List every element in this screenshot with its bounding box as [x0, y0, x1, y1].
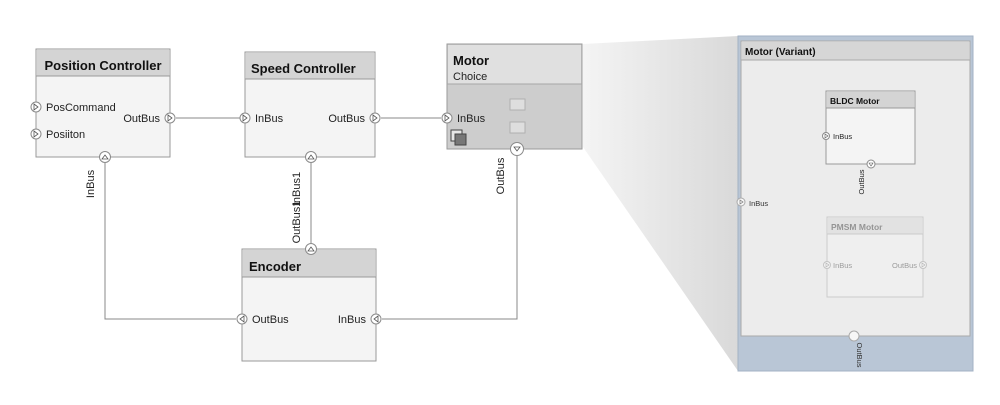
port-inbus[interactable] — [370, 313, 382, 325]
port-label: InBus — [749, 199, 768, 208]
port-label: InBus — [457, 113, 486, 125]
port-label: InBus — [833, 132, 852, 141]
port-label: OutBus1 — [291, 201, 303, 244]
port-outbus1-top[interactable] — [305, 243, 317, 255]
block-title: Position Controller — [45, 58, 162, 73]
connector-encoder-to-pos[interactable] — [104, 163, 236, 320]
port-label: PosCommand — [46, 102, 116, 114]
variant-choice-thumbnail — [509, 121, 526, 134]
port-label: OutBus — [892, 261, 917, 270]
port-label: InBus1 — [291, 172, 303, 206]
port-inbus[interactable] — [441, 112, 453, 124]
connections — [104, 117, 518, 320]
variant-view-title: Motor (Variant) — [745, 47, 816, 58]
port-poscommand[interactable] — [30, 101, 42, 113]
motor-block[interactable]: Motor Choice InBus OutBus — [441, 43, 583, 194]
encoder-block[interactable]: Encoder OutBus1 OutBus InBus — [236, 201, 382, 362]
block-title: Motor — [453, 53, 489, 68]
variant-detail-view: Motor (Variant) InBus BLDC Motor InBus O… — [736, 35, 974, 372]
port-label: OutBus — [855, 342, 864, 367]
port-outbus[interactable] — [164, 112, 176, 124]
port-label: InBus — [255, 113, 284, 125]
port-label: InBus — [338, 314, 367, 326]
block-title: PMSM Motor — [831, 222, 883, 232]
port-inbus[interactable] — [822, 132, 830, 140]
port-outbus[interactable] — [369, 112, 381, 124]
port-outbus[interactable] — [919, 261, 927, 269]
port-label: OutBus — [252, 314, 289, 326]
variant-input-port[interactable] — [736, 197, 746, 207]
block-title: Speed Controller — [251, 61, 356, 76]
pmsm-motor-block[interactable]: PMSM Motor InBus OutBus — [823, 216, 927, 298]
port-label: OutBus — [857, 169, 866, 194]
port-label: InBus — [833, 261, 852, 270]
block-title: Encoder — [249, 259, 301, 274]
block-subtitle: Choice — [453, 71, 487, 83]
port-label: OutBus — [495, 157, 507, 194]
port-outbus-bottom[interactable] — [866, 159, 876, 169]
port-inbus[interactable] — [239, 112, 251, 124]
connector-motor-to-encoder[interactable] — [382, 156, 518, 320]
port-label: OutBus — [123, 113, 160, 125]
block-title: BLDC Motor — [830, 96, 880, 106]
position-controller-block[interactable]: Position Controller PosCommand Posiiton … — [30, 48, 176, 198]
port-position[interactable] — [30, 128, 42, 140]
port-inbus1-bottom[interactable] — [305, 151, 317, 163]
port-inbus[interactable] — [823, 261, 831, 269]
variant-output-port[interactable] — [848, 330, 860, 342]
zoom-projection — [583, 36, 738, 371]
port-inbus-bottom[interactable] — [99, 151, 111, 163]
port-label: OutBus — [328, 113, 365, 125]
speed-controller-block[interactable]: Speed Controller InBus OutBus InBus1 — [239, 51, 381, 206]
port-label: InBus — [85, 169, 97, 198]
variant-choice-thumbnail — [509, 98, 526, 111]
bldc-motor-block[interactable]: BLDC Motor InBus OutBus — [822, 90, 916, 195]
port-outbus[interactable] — [236, 313, 248, 325]
variant-icon — [450, 129, 467, 146]
port-outbus-bottom[interactable] — [510, 142, 524, 156]
port-label: Posiiton — [46, 129, 85, 141]
